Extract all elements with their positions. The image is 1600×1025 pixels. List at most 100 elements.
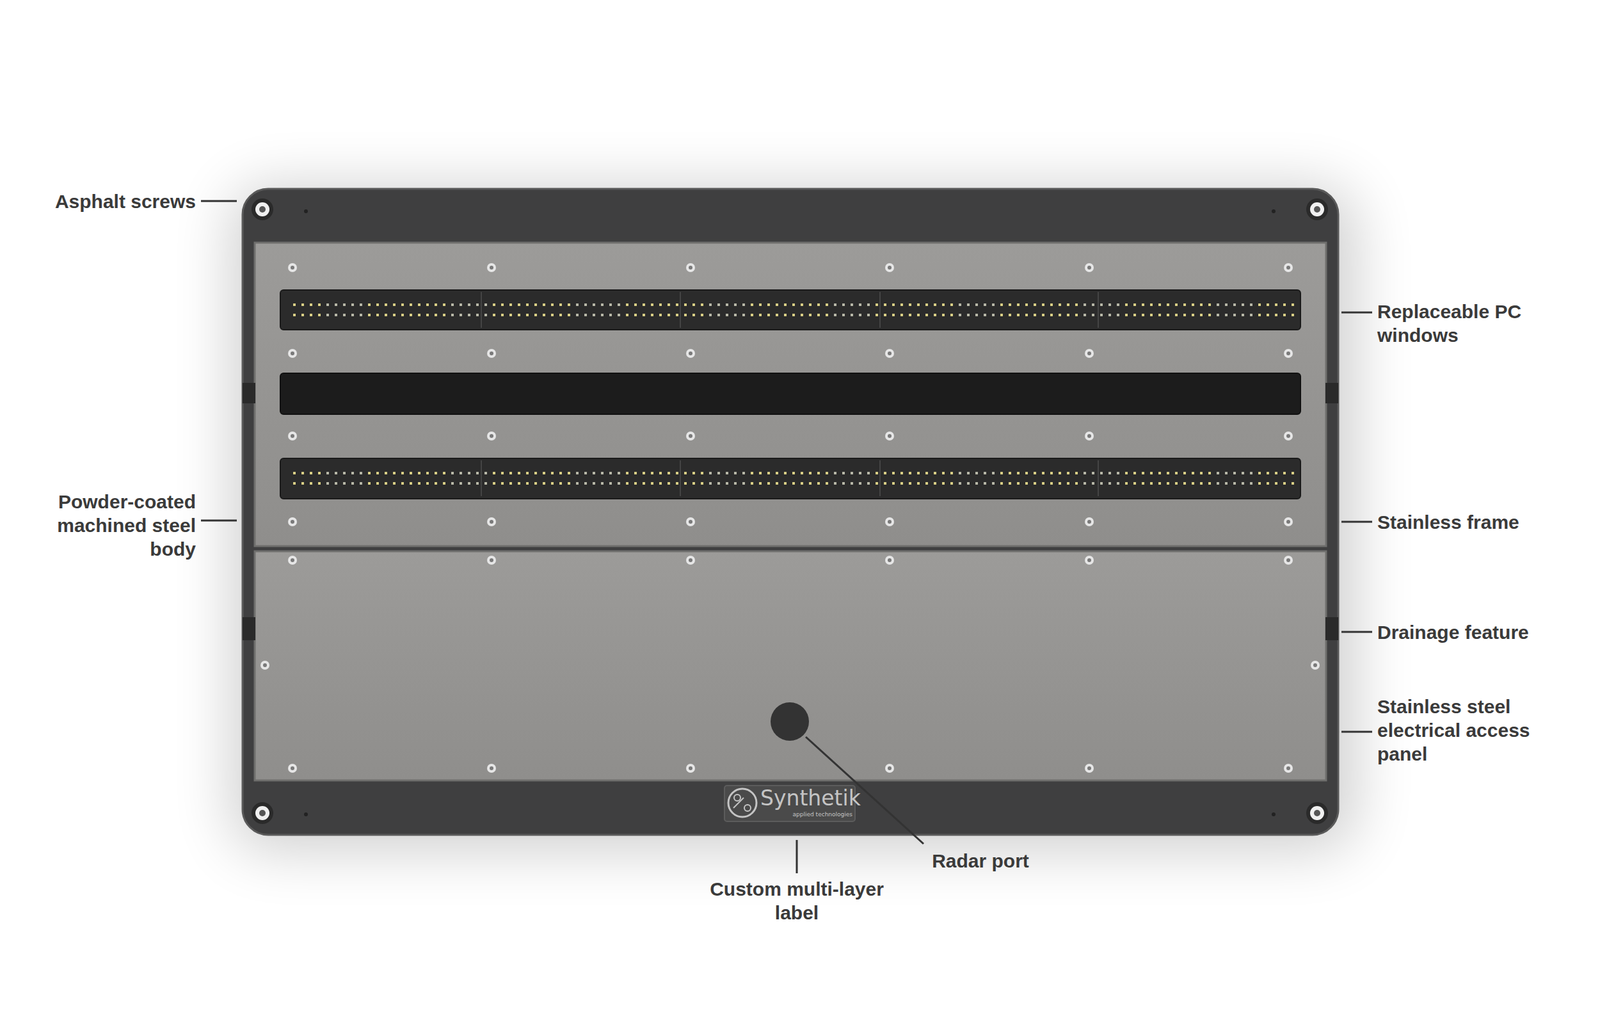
asphalt-screw bbox=[1306, 198, 1328, 221]
led-dot bbox=[476, 303, 479, 306]
radar-port bbox=[770, 702, 809, 741]
panel-screw bbox=[887, 351, 892, 356]
panel-screw bbox=[885, 348, 895, 358]
window-seam bbox=[879, 460, 881, 496]
panel-screw bbox=[489, 433, 494, 438]
led-dot bbox=[908, 471, 912, 475]
panel-screw bbox=[1286, 558, 1291, 562]
panel-screw bbox=[686, 555, 696, 565]
led-dot bbox=[351, 471, 354, 475]
led-dot bbox=[634, 303, 637, 306]
leader-line bbox=[796, 839, 799, 873]
led-dot bbox=[842, 313, 845, 317]
led-dot bbox=[800, 471, 804, 475]
panel-screw bbox=[1087, 265, 1092, 270]
led-dot bbox=[709, 481, 712, 485]
led-dot bbox=[1158, 471, 1161, 475]
led-dot bbox=[309, 313, 313, 317]
led-dot bbox=[376, 471, 379, 475]
window-seam bbox=[480, 460, 482, 496]
panel-screw bbox=[487, 431, 496, 441]
led-dot bbox=[1008, 471, 1012, 475]
led-dot bbox=[1116, 471, 1120, 475]
led-dot bbox=[1125, 481, 1128, 485]
led-dot bbox=[933, 471, 937, 475]
led-dot bbox=[1091, 481, 1095, 485]
led-dot bbox=[700, 303, 704, 306]
panel-screw bbox=[487, 763, 496, 773]
led-dot bbox=[1108, 481, 1112, 485]
led-dot bbox=[1266, 313, 1270, 317]
led-dot bbox=[517, 471, 521, 475]
led-dot bbox=[1016, 471, 1020, 475]
led-dot bbox=[625, 481, 629, 485]
led-dot bbox=[1133, 481, 1136, 485]
led-dot bbox=[759, 481, 762, 485]
led-dot bbox=[983, 303, 987, 306]
led-dot bbox=[659, 313, 662, 317]
led-dot bbox=[459, 471, 463, 475]
led-dot bbox=[875, 471, 879, 475]
logo-subtext: applied technologies bbox=[792, 811, 853, 818]
led-dot bbox=[700, 471, 704, 475]
led-dot bbox=[1141, 481, 1145, 485]
led-dot bbox=[1008, 313, 1012, 317]
led-dot bbox=[975, 481, 978, 485]
panel-screw bbox=[263, 663, 267, 667]
led-dot bbox=[1249, 313, 1253, 317]
led-dot bbox=[617, 303, 621, 306]
steel-body bbox=[242, 188, 1339, 835]
led-dot bbox=[392, 303, 396, 306]
leader-line bbox=[1341, 730, 1373, 733]
led-dot bbox=[1116, 481, 1120, 485]
led-dot bbox=[600, 303, 604, 306]
led-dot bbox=[1016, 303, 1020, 306]
panel-screw bbox=[1283, 348, 1293, 358]
led-dot bbox=[609, 481, 612, 485]
led-dot bbox=[542, 313, 546, 317]
led-dot bbox=[734, 313, 737, 317]
panel-screw bbox=[885, 517, 895, 527]
led-dot bbox=[1066, 471, 1070, 475]
led-dot bbox=[942, 313, 945, 317]
led-dot bbox=[1216, 303, 1220, 306]
led-dot bbox=[567, 303, 571, 306]
led-dot bbox=[1041, 481, 1045, 485]
led-dot bbox=[1175, 303, 1178, 306]
led-dot bbox=[742, 303, 745, 306]
led-dot bbox=[1108, 303, 1112, 306]
led-dot bbox=[784, 313, 787, 317]
led-dot bbox=[667, 303, 671, 306]
drain-notch bbox=[242, 616, 256, 640]
panel-screw bbox=[885, 263, 895, 272]
led-dot bbox=[634, 481, 637, 485]
led-dot bbox=[659, 471, 662, 475]
panel-screw bbox=[887, 433, 892, 438]
panel-screw bbox=[1286, 766, 1291, 770]
led-dot bbox=[334, 303, 338, 306]
led-dot bbox=[467, 481, 471, 485]
led-dot bbox=[359, 303, 363, 306]
led-dot bbox=[925, 471, 928, 475]
led-dot bbox=[576, 303, 579, 306]
led-dot bbox=[967, 313, 970, 317]
led-dot bbox=[759, 471, 762, 475]
led-dot bbox=[767, 303, 770, 306]
led-dot bbox=[725, 313, 729, 317]
led-dot bbox=[892, 471, 895, 475]
led-dot bbox=[892, 303, 895, 306]
led-dot bbox=[1200, 303, 1203, 306]
led-dot bbox=[343, 313, 346, 317]
led-dot bbox=[958, 313, 962, 317]
led-dot bbox=[950, 303, 953, 306]
led-dot bbox=[1224, 481, 1228, 485]
body-hole bbox=[1271, 209, 1276, 214]
led-dot bbox=[967, 303, 970, 306]
led-dot bbox=[1216, 481, 1220, 485]
led-dot bbox=[592, 313, 596, 317]
asphalt-screw bbox=[255, 202, 270, 217]
led-dot bbox=[1266, 481, 1270, 485]
led-dot bbox=[950, 471, 953, 475]
panel-screw bbox=[1310, 660, 1320, 670]
led-dot bbox=[351, 303, 354, 306]
